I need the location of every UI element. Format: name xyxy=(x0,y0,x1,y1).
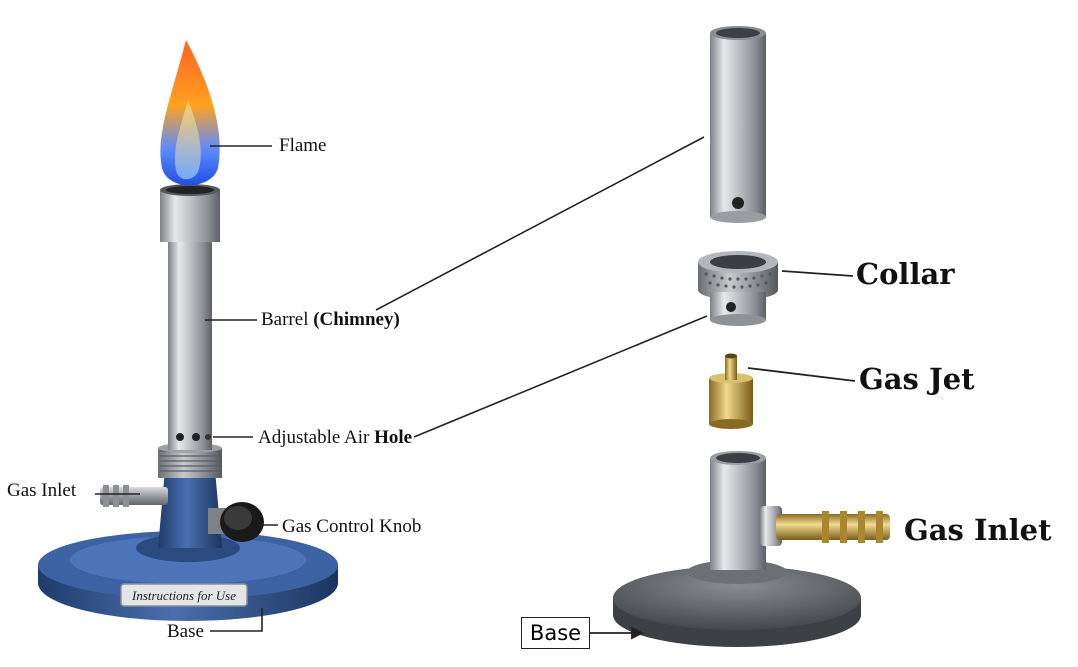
exploded-base xyxy=(613,451,890,647)
label-flame: Flame xyxy=(279,135,327,156)
right-leader-lines xyxy=(590,270,856,640)
exploded-collar xyxy=(698,251,778,326)
air-hole-sleeve xyxy=(168,420,212,450)
left-leader-lines xyxy=(95,145,278,632)
flame xyxy=(160,40,220,186)
burner-body xyxy=(158,470,222,548)
label-base-right: Base xyxy=(521,617,590,649)
label-collar: Collar xyxy=(856,257,955,291)
left-barrel-top xyxy=(160,184,220,242)
label-air-hole-text: Adjustable Air xyxy=(258,427,370,448)
exploded-barrel xyxy=(710,26,766,223)
left-base xyxy=(38,531,338,621)
gas-control-knob xyxy=(208,502,264,542)
label-air-hole: Adjustable Air Hole xyxy=(258,428,412,447)
label-barrel-paren: (Chimney) xyxy=(313,309,400,330)
label-barrel-text: Barrel xyxy=(261,309,309,330)
left-barrel xyxy=(168,240,212,422)
label-gas-jet: Gas Jet xyxy=(859,362,975,396)
assembled-burner: Instructions for Use xyxy=(38,40,338,621)
label-air-hole-bold: Hole xyxy=(374,427,413,448)
label-gas-inlet-right: Gas Inlet xyxy=(904,513,1052,547)
instructions-plate-text: Instructions for Use xyxy=(131,588,236,603)
left-gas-inlet-nozzle xyxy=(100,485,168,507)
connector-lines xyxy=(375,136,708,438)
instructions-plate: Instructions for Use xyxy=(120,583,248,607)
label-base-left: Base xyxy=(167,621,204,642)
label-barrel: Barrel (Chimney) xyxy=(261,310,400,329)
label-gas-inlet-left: Gas Inlet xyxy=(7,480,77,501)
exploded-gas-jet xyxy=(709,353,753,429)
label-gas-control-knob: Gas Control Knob xyxy=(282,516,422,537)
